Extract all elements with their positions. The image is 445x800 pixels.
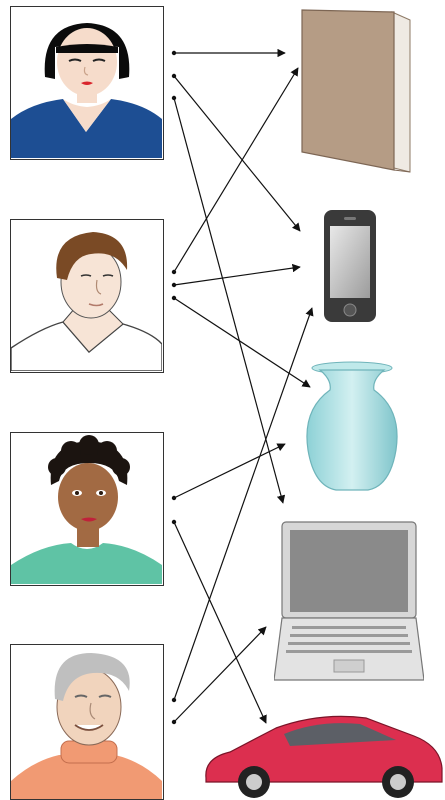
connection-arrow-woman-black-bob-to-laptop: [173, 97, 286, 504]
book-icon: [301, 9, 411, 173]
connection-arrow-older-man-gray-hair-to-laptop: [173, 626, 267, 723]
portrait-older-man-gray-hair: [10, 644, 164, 800]
connection-arrow-young-man-brown-hair-to-phone: [173, 263, 301, 286]
portrait-woman-black-bob: [10, 6, 164, 160]
woman-curly-hair-portrait-icon: [11, 435, 162, 584]
portrait-young-man-brown-hair: [10, 219, 164, 373]
laptop-icon: [274, 521, 424, 681]
connection-arrow-young-man-brown-hair-to-book: [173, 67, 299, 273]
car-icon: [205, 715, 443, 798]
car: [200, 708, 445, 800]
vase-icon: [306, 361, 398, 491]
laptop: [274, 520, 424, 684]
connection-arrow-older-man-gray-hair-to-phone: [173, 307, 314, 701]
portrait-woman-curly-hair: [10, 432, 164, 586]
connection-arrow-woman-black-bob-to-phone: [173, 75, 301, 232]
connection-arrow-young-man-brown-hair-to-vase: [173, 297, 311, 388]
connection-arrow-woman-curly-hair-to-vase: [173, 443, 286, 499]
smartphone-icon: [324, 210, 376, 322]
young-man-portrait-icon: [11, 232, 162, 371]
vase: [302, 360, 402, 494]
book: [298, 6, 414, 178]
woman-black-bob-portrait-icon: [11, 23, 162, 158]
older-man-portrait-icon: [11, 653, 162, 799]
connection-arrow-woman-curly-hair-to-car: [173, 521, 267, 724]
smartphone: [322, 208, 378, 324]
